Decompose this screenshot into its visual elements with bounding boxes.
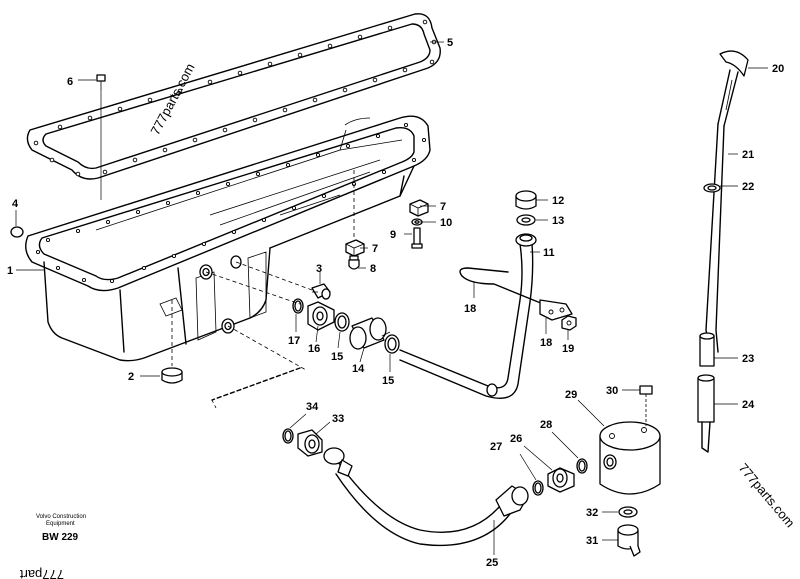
callout-34: 34 bbox=[306, 401, 319, 413]
o-ring-17 bbox=[292, 298, 304, 314]
footer-company-line2: Equipment bbox=[46, 521, 75, 527]
adapter-16 bbox=[205, 271, 335, 331]
bracket-7-upper bbox=[409, 199, 429, 217]
bracket-7-lower bbox=[345, 170, 365, 257]
nut-19 bbox=[561, 315, 577, 331]
callout-5: 5 bbox=[447, 37, 453, 49]
callout-2: 2 bbox=[128, 371, 134, 383]
callout-23: 23 bbox=[742, 353, 754, 365]
gasket-bolt-holes bbox=[33, 19, 437, 177]
callout-25: 25 bbox=[486, 557, 498, 569]
callout-26: 26 bbox=[510, 433, 522, 445]
callout-16: 16 bbox=[308, 343, 320, 355]
clip-22 bbox=[703, 183, 721, 193]
callout-4: 4 bbox=[12, 198, 19, 210]
callout-3: 3 bbox=[316, 263, 322, 275]
footer-drawing-code: BW 229 bbox=[42, 532, 79, 543]
callout-30: 30 bbox=[606, 385, 618, 397]
dipstick-tube-11 bbox=[399, 233, 537, 399]
cap-12 bbox=[515, 190, 537, 210]
callout-29: 29 bbox=[565, 389, 577, 401]
callout-32: 32 bbox=[586, 507, 598, 519]
plug-31 bbox=[617, 524, 641, 557]
housing-29 bbox=[599, 421, 661, 495]
footer-company-line1: Volvo Construction bbox=[36, 514, 86, 520]
callout-labels: 1 2 3 4 5 6 7 7 8 9 10 11 12 13 14 15 15… bbox=[7, 37, 784, 569]
callout-19: 19 bbox=[562, 343, 574, 355]
callout-18-right: 18 bbox=[540, 337, 552, 349]
callout-12: 12 bbox=[552, 195, 564, 207]
dipstick-21 bbox=[705, 69, 739, 353]
callout-27: 27 bbox=[490, 441, 502, 453]
drain-plug-2 bbox=[140, 300, 183, 384]
clamp-15-left bbox=[334, 312, 350, 332]
callout-15-left: 15 bbox=[331, 351, 343, 363]
tube-23 bbox=[699, 332, 715, 367]
callout-15-right: 15 bbox=[382, 375, 394, 387]
washer-32 bbox=[618, 506, 638, 518]
hose-25 bbox=[323, 447, 529, 555]
callout-21: 21 bbox=[742, 149, 754, 161]
callout-31: 31 bbox=[586, 535, 598, 547]
tube-24 bbox=[697, 374, 715, 453]
callout-7-upper: 7 bbox=[440, 201, 446, 213]
bracket-18 bbox=[459, 267, 573, 321]
bolt-8 bbox=[348, 255, 360, 270]
o-ring-28 bbox=[576, 458, 588, 474]
oil-pan bbox=[25, 115, 431, 362]
plug-4 bbox=[10, 210, 24, 238]
o-ring-27 bbox=[532, 480, 544, 496]
callout-28: 28 bbox=[540, 419, 552, 431]
callout-20: 20 bbox=[772, 63, 784, 75]
pan-flange-holes bbox=[35, 122, 427, 284]
oil-pan-gasket bbox=[26, 13, 441, 180]
callout-10: 10 bbox=[440, 217, 452, 229]
hose-14 bbox=[349, 317, 387, 350]
callout-18-left: 18 bbox=[464, 303, 476, 315]
adapter-26 bbox=[547, 467, 575, 493]
callout-1: 1 bbox=[7, 265, 13, 277]
callout-17: 17 bbox=[288, 335, 300, 347]
leader-lines bbox=[16, 41, 768, 541]
callout-22: 22 bbox=[742, 181, 754, 193]
bolt-30 bbox=[639, 385, 653, 426]
watermark-top: 777parts.com bbox=[147, 61, 197, 138]
washer-13 bbox=[516, 214, 536, 226]
callout-9: 9 bbox=[390, 229, 396, 241]
dipstick-handle-20 bbox=[719, 50, 749, 77]
clamp-15-right bbox=[381, 331, 400, 354]
callout-24: 24 bbox=[742, 399, 755, 411]
callout-33: 33 bbox=[332, 413, 344, 425]
watermark-mirrored: 777part bbox=[20, 567, 64, 579]
watermark-bottom-right: 777parts.com bbox=[736, 460, 798, 530]
bolt-9 bbox=[411, 227, 423, 249]
callout-14: 14 bbox=[352, 363, 365, 375]
callout-11: 11 bbox=[543, 247, 555, 259]
callout-13: 13 bbox=[552, 215, 564, 227]
adapter-33 bbox=[297, 429, 323, 457]
o-ring-34 bbox=[282, 428, 294, 444]
sensor-3 bbox=[235, 261, 331, 300]
callout-6: 6 bbox=[67, 76, 73, 88]
callout-7-lower: 7 bbox=[372, 243, 378, 255]
callout-8: 8 bbox=[370, 263, 376, 275]
bolt-6 bbox=[96, 74, 106, 200]
fitting-path bbox=[211, 325, 307, 409]
